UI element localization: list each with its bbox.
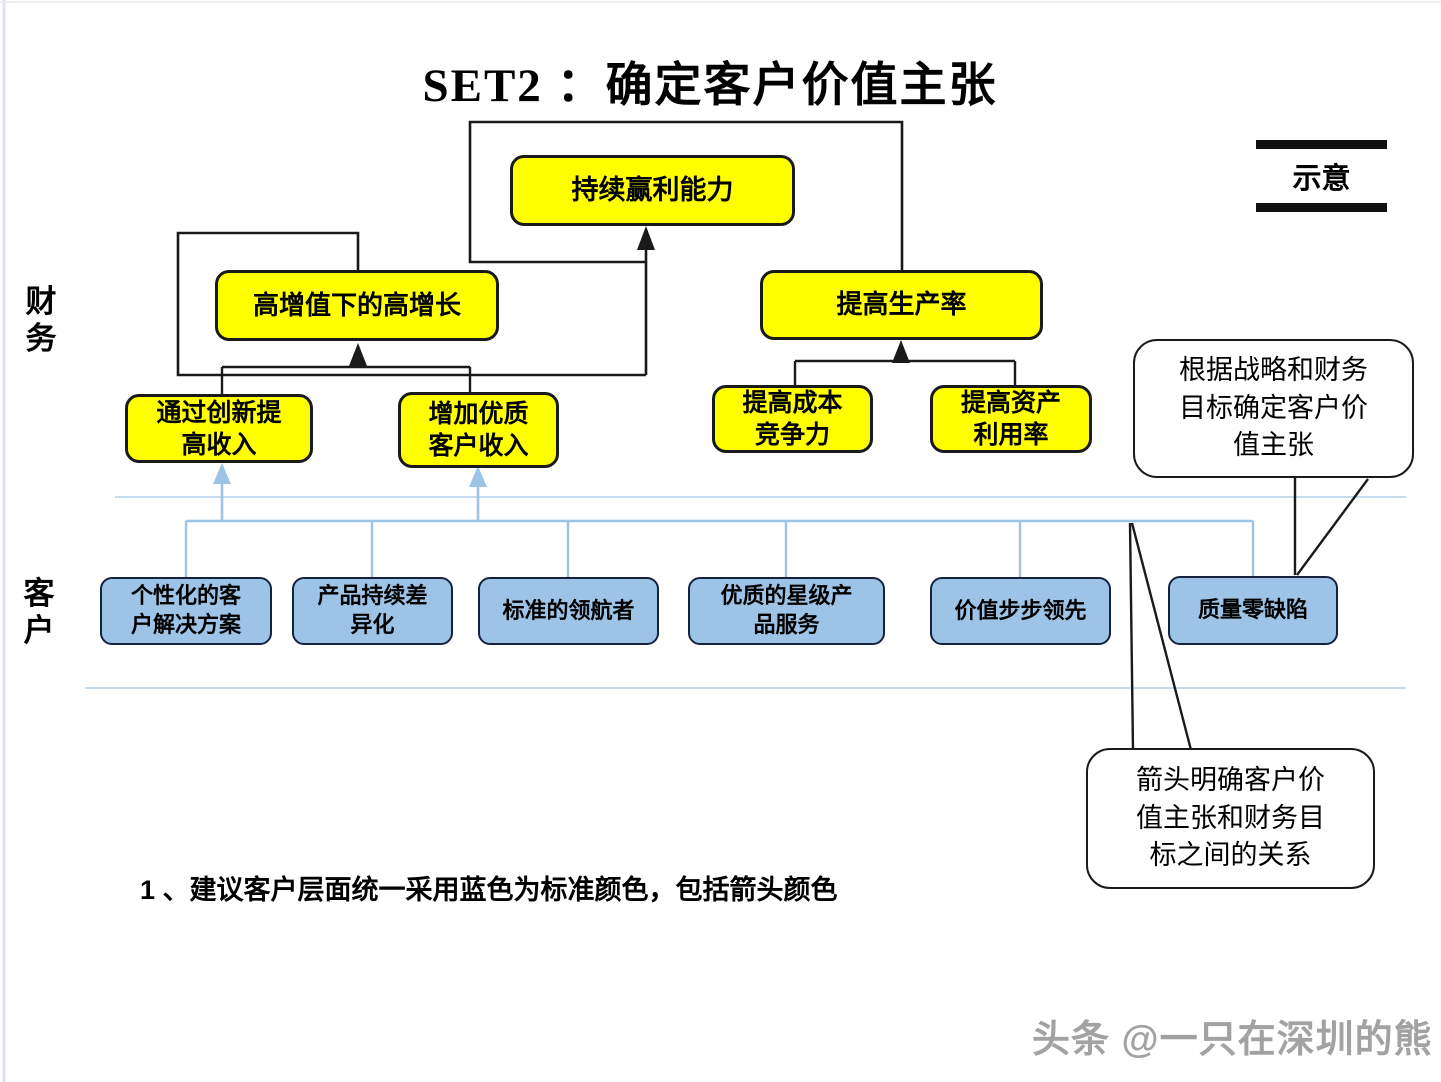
customer-box-continuous-product-differentiation: 产品持续差 异化 xyxy=(292,577,453,645)
customer-section-label: 客户 xyxy=(23,576,55,648)
callout-arrows-clarify-relationship: 箭头明确客户价 值主张和财务目 标之间的关系 xyxy=(1086,748,1375,889)
customer-box-personalized-customer-solutions: 个性化的客 户解决方案 xyxy=(100,577,272,645)
customer-box-standards-pilot: 标准的领航者 xyxy=(478,577,659,645)
callout-define-customer-value-proposition: 根据战略和财务 目标确定客户价 值主张 xyxy=(1133,339,1414,478)
finance-box-increase-quality-customer-revenue: 增加优质 客户收入 xyxy=(398,392,559,468)
finance-box-improve-asset-utilization: 提高资产 利用率 xyxy=(930,385,1092,453)
watermark: 头条 @一只在深圳的熊 xyxy=(1032,1019,1433,1061)
finance-section-label: 财务 xyxy=(25,284,57,356)
customer-box-zero-defect-quality: 质量零缺陷 xyxy=(1168,576,1338,645)
finance-box-sustained-profitability: 持续赢利能力 xyxy=(510,155,795,226)
finance-box-improve-cost-competitiveness: 提高成本 竞争力 xyxy=(712,385,873,453)
footnote: 1 、建议客户层面统一采用蓝色为标准颜色，包括箭头颜色 xyxy=(140,875,838,905)
customer-box-value-step-by-step-lead: 价值步步领先 xyxy=(930,577,1111,645)
legend-label: 示意 xyxy=(1256,140,1387,212)
finance-box-improve-productivity: 提高生产率 xyxy=(760,270,1043,340)
finance-box-high-growth-under-high-value: 高增值下的高增长 xyxy=(215,270,499,341)
page-title: SET2 ：确定客户价值主张 xyxy=(422,60,998,112)
finance-box-raise-revenue-via-innovation: 通过创新提 高收入 xyxy=(125,394,313,463)
customer-box-premium-star-products-services: 优质的星级产 品服务 xyxy=(688,577,885,645)
